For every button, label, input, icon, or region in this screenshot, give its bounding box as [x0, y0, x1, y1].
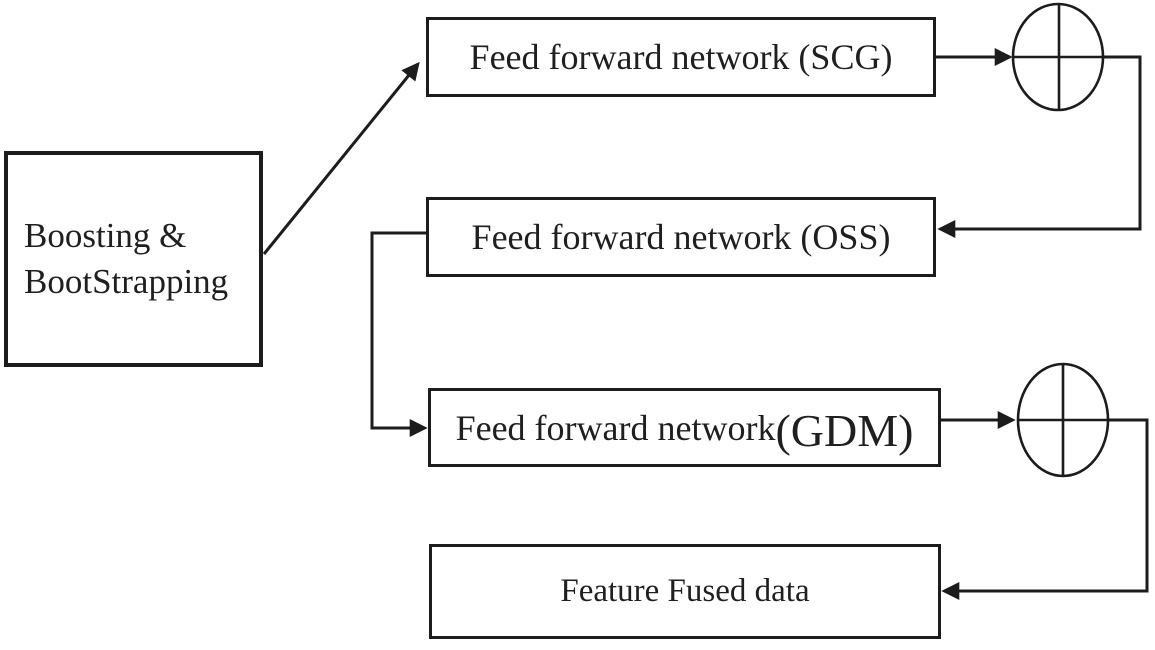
edge-oss-to-gdm: [370, 231, 428, 437]
node-fused-label: Feature Fused data: [560, 573, 810, 609]
circle-plus-cross: [1018, 364, 1108, 476]
node-gdm-label-paren: (GDM): [775, 405, 914, 456]
circle-plus-icon: [1011, 2, 1105, 112]
circle-plus-cross: [1013, 4, 1103, 110]
node-boosting-bootstrapping: Boosting & BootStrapping: [4, 151, 263, 367]
node-scg-label: Feed forward network (SCG): [469, 37, 893, 77]
node-feed-forward-scg: Feed forward network (SCG): [426, 17, 936, 97]
edge-boosting-to-scg: [262, 61, 420, 255]
node-boosting-label-line2: BootStrapping: [24, 262, 229, 301]
node-feed-forward-oss: Feed forward network (OSS): [426, 197, 936, 277]
edge-sum2-to-fused: [941, 418, 1149, 600]
node-boosting-label: Boosting & BootStrapping: [24, 213, 228, 305]
node-feed-forward-gdm: Feed forward network(GDM): [428, 388, 941, 467]
circle-plus-icon: [1016, 362, 1110, 478]
node-feature-fused-data: Feature Fused data: [429, 544, 941, 639]
node-oss-label: Feed forward network (OSS): [471, 217, 891, 257]
node-boosting-label-line1: Boosting &: [24, 215, 187, 255]
node-gdm-label-main: Feed forward network: [455, 407, 776, 448]
edge-sum1-to-oss: [937, 55, 1142, 238]
